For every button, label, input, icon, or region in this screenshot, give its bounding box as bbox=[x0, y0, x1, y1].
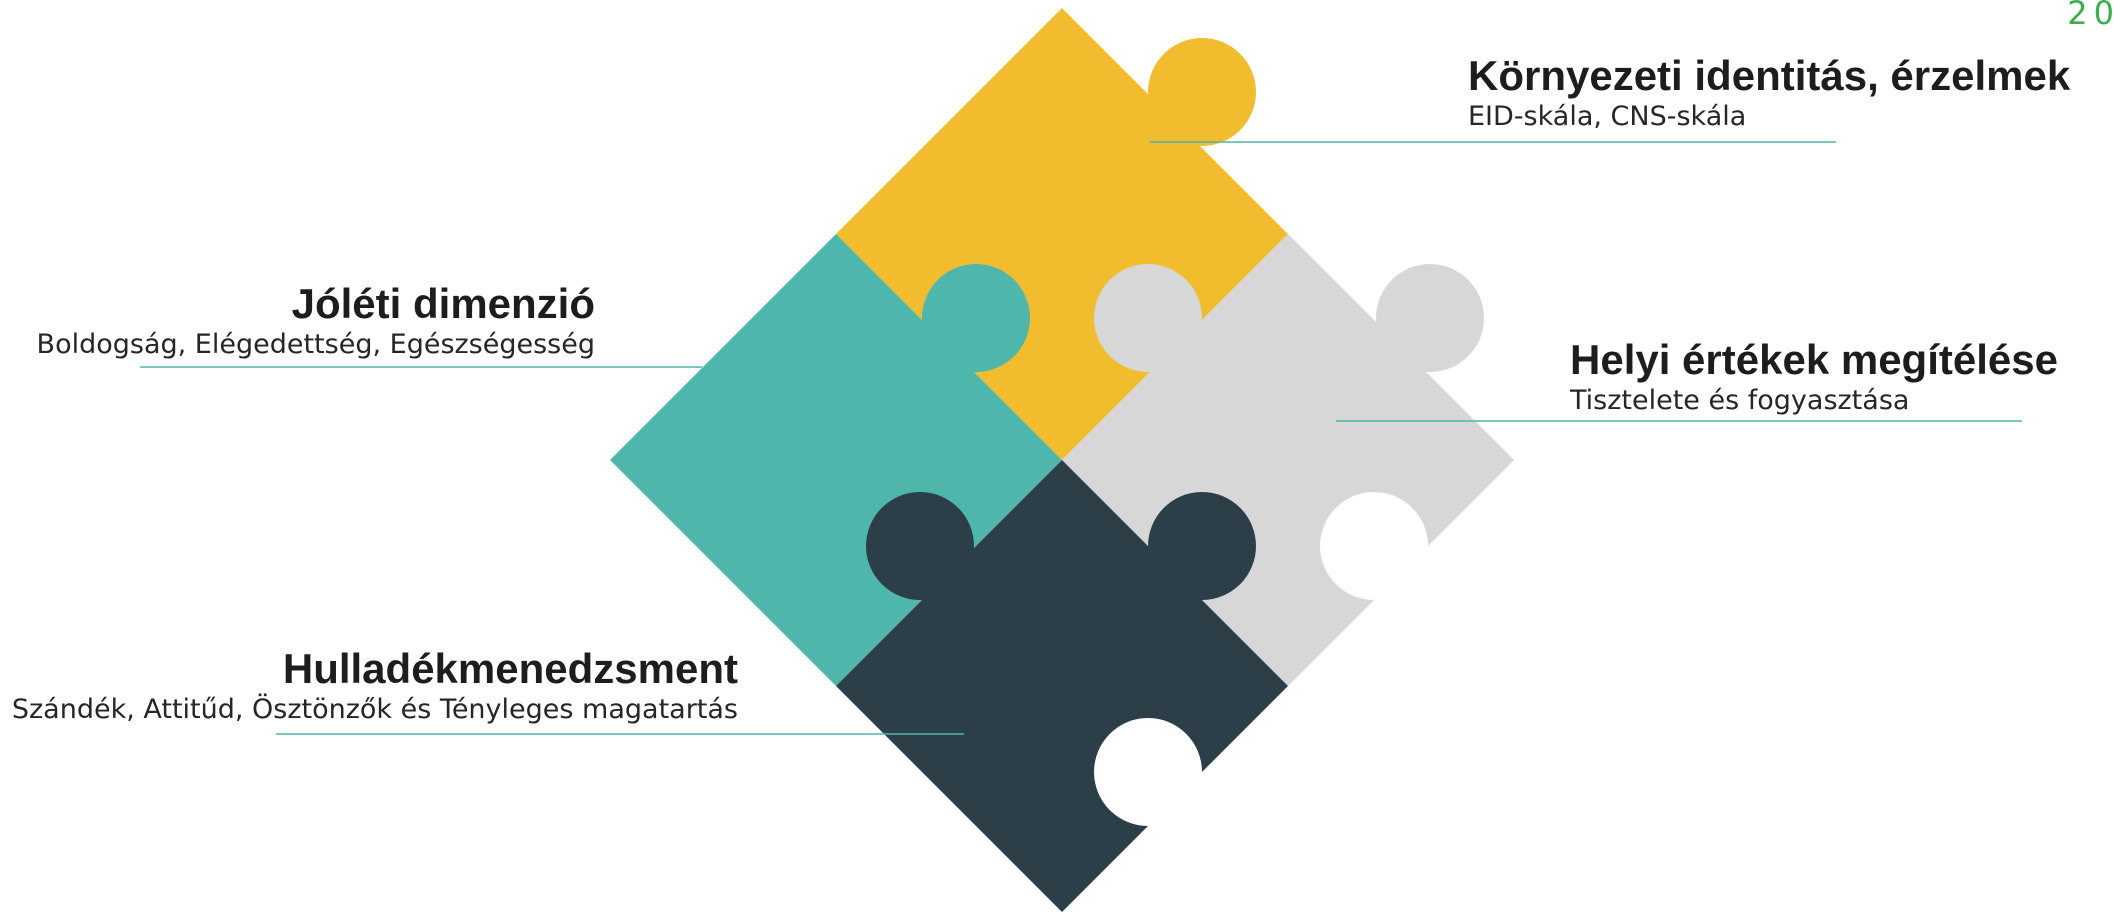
label-waste-heading: Hulladékmenedzsment bbox=[282, 645, 738, 692]
puzzle-piece-waste bbox=[836, 460, 1288, 912]
page-number: 20 bbox=[2067, 0, 2114, 32]
label-values: Helyi értékek megítélése Tisztelete és f… bbox=[1570, 336, 2058, 418]
label-identity-heading: Környezeti identitás, érzelmek bbox=[1468, 52, 2071, 99]
label-identity: Környezeti identitás, érzelmek EID-skála… bbox=[1468, 52, 2070, 134]
label-wellbeing-heading: Jóléti dimenzió bbox=[291, 280, 595, 327]
label-identity-subtitle: EID-skála, CNS-skála bbox=[1468, 101, 1747, 132]
label-waste: Hulladékmenedzsment Szándék, Attitűd, Ös… bbox=[12, 645, 738, 727]
connector-lines bbox=[140, 141, 2022, 735]
label-values-subtitle: Tisztelete és fogyasztása bbox=[1570, 385, 1910, 416]
label-wellbeing-subtitle: Boldogság, Elégedettség, Egészségesség bbox=[36, 329, 595, 360]
label-wellbeing: Jóléti dimenzió Boldogság, Elégedettség,… bbox=[37, 280, 595, 362]
puzzle-sockets bbox=[1094, 492, 1428, 826]
label-values-heading: Helyi értékek megítélése bbox=[1570, 336, 2058, 383]
label-waste-subtitle: Szándék, Attitűd, Ösztönzők és Tényleges… bbox=[11, 694, 738, 725]
